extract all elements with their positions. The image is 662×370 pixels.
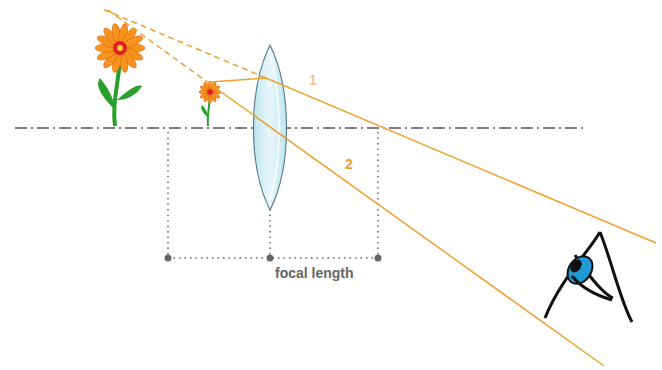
ray-number: 2	[345, 157, 353, 171]
optical-axis	[15, 127, 585, 129]
light-rays	[210, 78, 656, 366]
virtual-image-flower	[95, 23, 145, 126]
focal-dots	[165, 255, 382, 262]
object-flower	[199, 81, 221, 126]
virtual-rays	[100, 8, 266, 84]
ray-number: 1	[309, 73, 317, 87]
eye-symbol	[545, 232, 632, 322]
dimension-label: focal length	[275, 266, 354, 280]
